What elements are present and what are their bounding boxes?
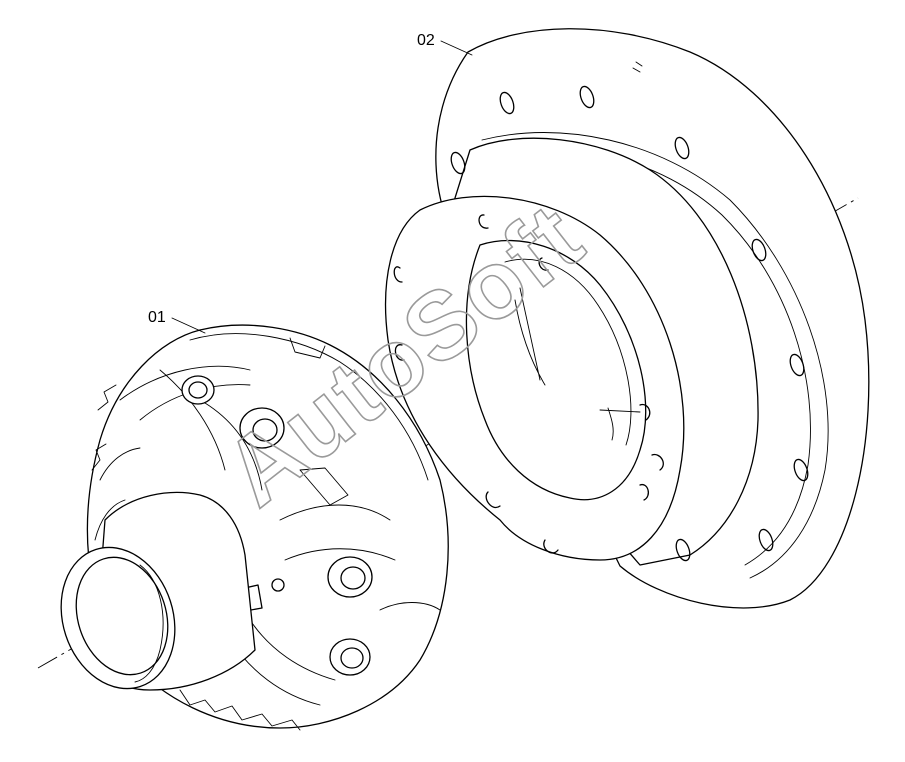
callout-leader-02 xyxy=(440,40,473,56)
flange-face-rim xyxy=(481,132,829,579)
case-top-notch xyxy=(289,337,326,359)
ring-inner-shadow xyxy=(514,287,641,441)
case-top-rim xyxy=(189,333,429,481)
flange-bolt-holes xyxy=(450,61,809,562)
part-02-flange-housing xyxy=(384,28,870,609)
callout-label-02: 02 xyxy=(417,32,435,49)
callout-leader-01 xyxy=(171,317,206,334)
case-bottom-teeth xyxy=(179,689,301,731)
hub-bore xyxy=(75,556,169,676)
callout-label-01: 01 xyxy=(148,309,166,326)
ring-inner-bore xyxy=(465,239,647,501)
case-left-teeth xyxy=(91,384,117,471)
callout-02: 02 xyxy=(417,32,473,56)
hub-bore-inner xyxy=(134,564,164,683)
pinion-bosses xyxy=(181,375,373,676)
part-01-differential-case xyxy=(60,324,449,731)
callout-01: 01 xyxy=(148,309,206,334)
ring-notches xyxy=(393,214,664,554)
